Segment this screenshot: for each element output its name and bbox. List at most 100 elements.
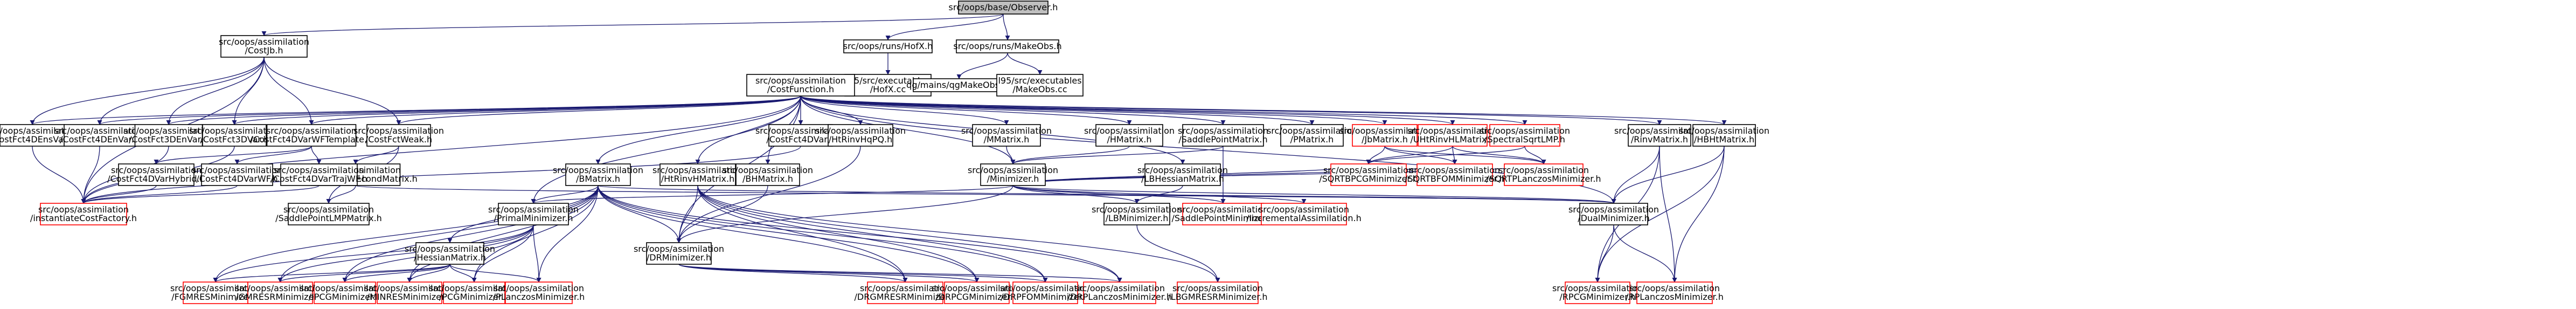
- node-urinvhlmatrix[interactable]: src/oops/assimilation/UHtRinvHLMatrix.h: [1407, 124, 1498, 147]
- node-saddlepointmatrix[interactable]: src/oops/assimilation/SaddlePointMatrix.…: [1178, 124, 1268, 147]
- node-instantiate[interactable]: src/oops/assimilation/instantiateCostFac…: [30, 203, 137, 225]
- node-label-line: src/oops/assimilation: [170, 283, 261, 293]
- node-observer: src/oops/base/Observer.h: [949, 1, 1058, 15]
- node-lbminimizer[interactable]: src/oops/assimilation/LBMinimizer.h: [1092, 203, 1182, 225]
- edge-bmatrix-to-drpcg: [598, 185, 980, 283]
- edge-lbhessian-to-lbminimizer: [1134, 185, 1183, 204]
- edge-hmatrix-to-drmin: [676, 146, 861, 243]
- node-label-line: src/oops/assimilation: [652, 165, 743, 175]
- node-mmatrix[interactable]: src/oops/assimilation/MMatrix.h: [961, 124, 1052, 147]
- node-planczos[interactable]: src/oops/assimilation/PLanczosMinimizer.…: [493, 281, 585, 304]
- node-label-line: src/oops/assimilation: [634, 244, 724, 254]
- node-bhmatrix[interactable]: src/oops/assimilation/BHMatrix.h: [723, 163, 813, 186]
- node-rpcg[interactable]: src/oops/assimilation/RPCGMinimizer.h: [1552, 281, 1643, 304]
- edge-minimizer-to-primalmin: [531, 185, 1013, 204]
- node-hmatrix[interactable]: src/oops/assimilation/HtRinvHqPQ.h: [815, 124, 906, 147]
- node-bmatrix[interactable]: src/oops/assimilation/BMatrix.h: [553, 163, 643, 186]
- node-label-line: src/oops/assimilation: [488, 204, 579, 215]
- node-box: [1352, 124, 1418, 147]
- node-lbgmresr[interactable]: src/oops/assimilation/LBGMRESRMinimizer.…: [1168, 281, 1268, 304]
- node-ipcg[interactable]: src/oops/assimilation/IPCGMinimizer.h: [300, 281, 390, 304]
- node-fcstweak[interactable]: src/oops/assimilation/CostFctWeak.h: [353, 124, 444, 147]
- node-drpfom[interactable]: src/oops/assimilation/DRPFOMMinimizer.h: [1000, 281, 1091, 304]
- node-hbhmatrix[interactable]: src/oops/assimilation/HBHtMatrix.h: [1679, 124, 1769, 147]
- edge-hessian-to-fgmres: [213, 264, 450, 283]
- node-hofx[interactable]: src/oops/runs/HofX.h: [843, 39, 933, 53]
- edge-fcst4dens-to-instantiate: [32, 146, 86, 204]
- node-drmin[interactable]: src/oops/assimilation/DRMinimizer.h: [634, 242, 724, 265]
- edge-costfunction-to-fcst4densvar: [97, 95, 801, 125]
- node-label-line: /HMatrix.h: [1107, 134, 1151, 145]
- node-costjb[interactable]: src/oops/assimilation/CostJb.h: [219, 35, 309, 58]
- node-label-line: src/oops/assimilation: [111, 165, 202, 175]
- node-lbhessian[interactable]: src/oops/assimilation/LBHessianMatrix.h: [1137, 163, 1228, 186]
- node-drpcg[interactable]: src/oops/assimilation/DRPCGMinimizer.h: [932, 281, 1022, 304]
- node-pcg[interactable]: src/oops/assimilation/PCGMinimizer.h: [429, 281, 519, 304]
- node-rplanczos[interactable]: src/oops/assimilation/RPLanczosMinimizer…: [1626, 281, 1724, 304]
- node-fcst4densvar[interactable]: src/oops/assimilation/CostFct4DEnVar.h: [54, 124, 145, 147]
- node-label-line: src/oops/runs/HofX.h: [843, 41, 933, 51]
- node-box: [247, 281, 313, 304]
- node-dualmin[interactable]: src/oops/assimilation/DualMinimizer.h: [1568, 203, 1659, 225]
- node-gmresr[interactable]: src/oops/assimilation/GMRESRMinimizer.h: [235, 281, 325, 304]
- node-label-line: src/oops/assimilation: [1629, 283, 1720, 293]
- node-fgmres[interactable]: src/oops/assimilation/FGMRESMinimizer.h: [170, 281, 261, 304]
- edge-hessian-to-gmresr: [277, 264, 450, 283]
- node-fcstwftemplate[interactable]: src/oops/assimilation/CostFct4DVarWFTemp…: [251, 124, 373, 147]
- node-primalmin[interactable]: src/oops/assimilation/PrimalMinimizer.h: [488, 203, 579, 225]
- node-makeobs[interactable]: src/oops/runs/MakeObs.h: [953, 39, 1062, 53]
- node-rinvmatrix[interactable]: src/oops/assimilation/RinvMatrix.h: [1614, 124, 1705, 147]
- node-makeobs_cc[interactable]: l95/src/executables/MakeObs.cc: [996, 74, 1084, 97]
- node-fcst4dvarhybrid[interactable]: src/oops/assimilation/CostFct4DVarHybrid…: [107, 163, 205, 186]
- node-label-line: /IncrementalAssimilation.h: [1246, 213, 1361, 223]
- node-label-line: src/oops/assimilation: [1679, 126, 1769, 136]
- node-hessian[interactable]: src/oops/assimilation/HessianMatrix.h: [405, 242, 495, 265]
- node-jmatrix[interactable]: src/oops/assimilation/JbMatrix.h: [1339, 124, 1430, 147]
- edge-jmatrix-to-sqrtbfom: [1384, 146, 1457, 164]
- node-pmatrix[interactable]: src/oops/assimilation/PMatrix.h: [1267, 124, 1357, 147]
- node-label-line: qg/mains/qgMakeObs.cc: [906, 80, 1012, 90]
- node-box: [1144, 163, 1221, 186]
- node-label-line: /HessianMatrix.h: [414, 252, 486, 263]
- node-fcst3dvar2[interactable]: src/oops/assimilation/CostFct3DVar.h: [189, 124, 280, 147]
- node-hmatrix2[interactable]: src/oops/assimilation/HMatrix.h: [1084, 124, 1175, 147]
- node-spectralmp[interactable]: src/oops/assimilation/SpectralSqrtLMP.h: [1480, 124, 1570, 147]
- edge-costfunction-to-fcstweak: [396, 95, 801, 125]
- node-drgmresr[interactable]: src/oops/assimilation/DRGMRESRMinimizer.…: [855, 281, 956, 304]
- node-saddlepointmpi[interactable]: src/oops/assimilation/SaddlePointLMPMatr…: [275, 203, 382, 225]
- node-saddlepointmin[interactable]: src/oops/assimilation/SaddlePointMinimiz…: [1171, 203, 1275, 225]
- node-incremental[interactable]: src/oops/assimilation/IncrementalAssimil…: [1246, 203, 1362, 225]
- node-label-line: src/oops/assimilation: [54, 126, 145, 136]
- node-fcst4dvartraj[interactable]: src/oops/assimilation/CostFct4DVarTrajWF…: [270, 163, 367, 186]
- node-minres[interactable]: src/oops/assimilation/MINRESMinimizer.h: [364, 281, 455, 304]
- node-label-line: src/oops/assimilation: [429, 283, 519, 293]
- node-sqrtplanczos[interactable]: src/oops/assimilation/SQRTPLanczosMinimi…: [1486, 163, 1601, 186]
- node-drplanczos[interactable]: src/oops/assimilation/DRPLanczosMinimize…: [1067, 281, 1172, 304]
- node-label-line: /DRPFOMMinimizer.h: [1001, 292, 1090, 302]
- node-fcst3dvar[interactable]: src/oops/assimilation/CostFct3DEnVar.h: [123, 124, 214, 147]
- node-box: [1636, 281, 1713, 304]
- node-costfunction[interactable]: src/oops/assimilation/CostFunction.h: [746, 74, 855, 97]
- node-label-line: src/oops/assimilation: [932, 283, 1022, 293]
- node-fcst4dvarwf[interactable]: src/oops/assimilation/CostFct4DVarWF.h: [192, 163, 282, 186]
- node-label-line: src/oops/assimilation: [755, 75, 846, 86]
- node-label-line: src/oops/assimilation: [1568, 204, 1659, 215]
- node-label-line: /LBMinimizer.h: [1106, 213, 1169, 223]
- edge-spectralmp-to-sqrtplanczos: [1524, 146, 1546, 164]
- node-sqrtbpcg[interactable]: src/oops/assimilation/SQRTBPCGMinimizer.…: [1319, 163, 1418, 186]
- node-mgmakeobs_cc[interactable]: qg/mains/qgMakeObs.cc: [906, 78, 1012, 92]
- node-htrinvhmatrix[interactable]: src/oops/assimilation/HtRinvHMatrix.h: [652, 163, 743, 186]
- edge-fcst4dvarhybrid-to-instantiate: [81, 185, 157, 204]
- edge-costfunction-to-rinvmatrix: [800, 95, 1662, 125]
- node-label-line: /JbMatrix.h: [1362, 134, 1408, 145]
- node-label-line: src/oops/assimilation: [1178, 204, 1268, 215]
- node-box: [972, 124, 1041, 147]
- node-box: [443, 281, 505, 304]
- node-sqrtbfom[interactable]: src/oops/assimilation/SQRTBFOMMinimizer.…: [1405, 163, 1505, 186]
- node-minimizer[interactable]: src/oops/assimilation/Minimizer.h: [968, 163, 1058, 186]
- node-box: [134, 124, 203, 147]
- node-hofx_cc[interactable]: l95/src/executables/HofX.cc: [844, 74, 932, 97]
- edge-makeobs-to-mgmakeobs_cc: [956, 52, 1008, 79]
- edge-htrinvhmatrix-to-drgmresr: [697, 185, 908, 283]
- node-label-line: src/oops/assimilation: [192, 165, 282, 175]
